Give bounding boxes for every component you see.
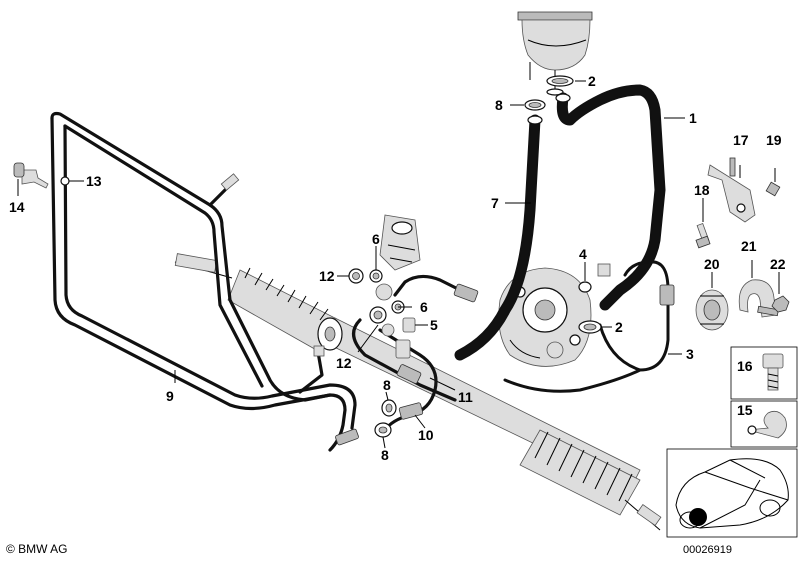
clamp-21 [738, 260, 779, 318]
banjo-fittings [337, 246, 428, 359]
nut-22 [771, 272, 790, 313]
callout-5[interactable]: 5 [430, 317, 438, 333]
fluid-reservoir [517, 11, 593, 96]
callout-8-top[interactable]: 8 [495, 97, 503, 113]
callout-15[interactable]: 15 [737, 402, 753, 418]
suction-hose-7 [454, 114, 543, 361]
callout-10[interactable]: 10 [418, 427, 434, 443]
callout-8-low[interactable]: 8 [381, 447, 389, 463]
leader-lines [664, 117, 741, 178]
copyright-label: © BMW AG [6, 542, 68, 556]
diagram-id: 00026919 [683, 544, 732, 556]
callout-2-bottom[interactable]: 2 [615, 319, 623, 335]
callout-6-top[interactable]: 6 [372, 231, 380, 247]
bolt-18 [695, 198, 711, 249]
callout-14[interactable]: 14 [9, 199, 25, 215]
callout-20[interactable]: 20 [704, 256, 720, 272]
part-panel-15 [730, 400, 798, 448]
nut-19 [765, 168, 781, 197]
pressure-line-11 [352, 274, 479, 402]
grommet-20 [695, 272, 729, 331]
callout-12-low[interactable]: 12 [336, 355, 352, 371]
rack-valve-body [379, 214, 421, 271]
callout-11[interactable]: 11 [458, 389, 473, 405]
fitting-4 [597, 263, 611, 277]
rack-bellow-left [174, 253, 336, 353]
callout-3[interactable]: 3 [686, 346, 694, 362]
callout-18[interactable]: 18 [694, 182, 710, 198]
callout-7[interactable]: 7 [491, 195, 499, 211]
part-panel-16 [730, 346, 798, 400]
callout-12-top[interactable]: 12 [319, 268, 335, 284]
washer-4 [578, 281, 592, 293]
callout-16[interactable]: 16 [737, 358, 753, 374]
callout-4[interactable]: 4 [579, 246, 587, 262]
rack-bellow-right [519, 429, 662, 531]
pressure-hose-3 [503, 260, 682, 393]
bracket-17 [707, 157, 756, 223]
callout-6-mid[interactable]: 6 [420, 299, 428, 315]
callout-17[interactable]: 17 [733, 132, 749, 148]
callout-19[interactable]: 19 [766, 132, 782, 148]
banjo-bolt-5a [402, 317, 416, 333]
callout-9[interactable]: 9 [166, 388, 174, 404]
vehicle-thumbnail [666, 448, 798, 538]
steering-rack [174, 214, 662, 531]
return-line-10 [378, 328, 438, 432]
callout-22[interactable]: 22 [770, 256, 786, 272]
cooling-loop-9 [50, 111, 359, 452]
callout-2-top[interactable]: 2 [588, 73, 596, 89]
callout-21[interactable]: 21 [741, 238, 757, 254]
banjo-bolt-5b [395, 339, 411, 359]
callout-8-mid[interactable]: 8 [383, 377, 391, 393]
bracket-13-14 [13, 162, 84, 196]
callout-1[interactable]: 1 [689, 110, 697, 126]
callout-13[interactable]: 13 [86, 173, 102, 189]
power-steering-pump [498, 267, 592, 367]
return-hose-1 [555, 84, 682, 311]
